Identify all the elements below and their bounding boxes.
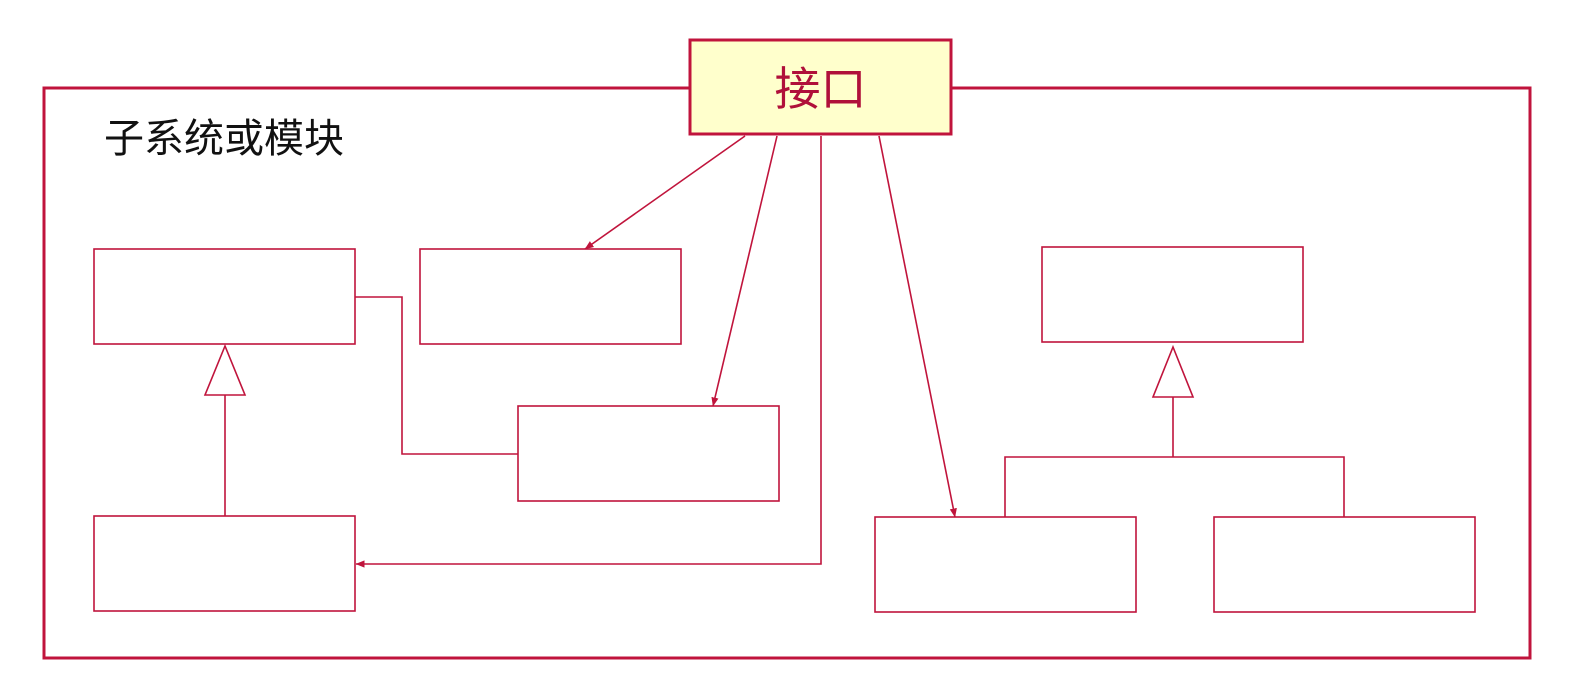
class-box-top-middle	[419, 248, 682, 345]
interface-label: 接口	[775, 62, 867, 116]
arrow-to-top-middle	[584, 135, 746, 250]
class-box-bottom-right-b	[1213, 516, 1476, 613]
generalization-branch-right	[1004, 456, 1345, 517]
interface-box	[688, 38, 953, 136]
class-box-bottom-right-a	[874, 516, 1137, 613]
arrow-to-bottom-left	[355, 136, 822, 568]
arrow-to-center	[711, 135, 778, 407]
generalization-triangle-right	[1151, 344, 1195, 398]
class-box-center	[517, 405, 780, 502]
class-box-top-right	[1041, 246, 1304, 343]
subsystem-label: 子系统或模块	[104, 116, 344, 162]
generalization-triangle-left	[203, 343, 247, 396]
class-box-bottom-left	[93, 515, 356, 612]
class-box-top-left	[93, 248, 356, 345]
association-line-topleft-center	[355, 296, 518, 455]
arrow-to-bottom-right-a	[878, 135, 957, 518]
subsystem-frame	[42, 86, 1532, 660]
